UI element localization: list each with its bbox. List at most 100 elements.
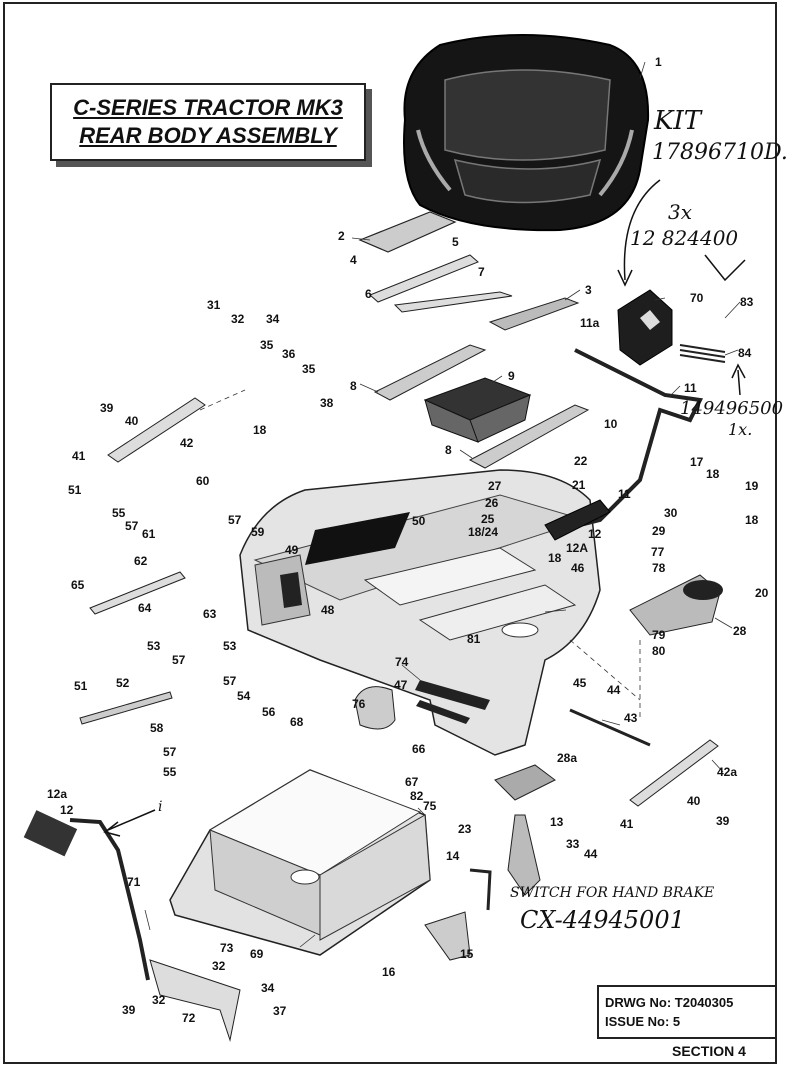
callout-17: 17 — [690, 455, 704, 469]
callout-68: 68 — [290, 715, 304, 729]
link-15-part — [424, 911, 471, 961]
callout-7: 7 — [478, 265, 485, 279]
callout-32-top: 32 — [231, 312, 245, 326]
callout-81: 81 — [467, 632, 481, 646]
callout-62: 62 — [134, 554, 148, 568]
control-rod-part — [79, 691, 173, 725]
callout-21: 21 — [572, 478, 586, 492]
callout-5: 5 — [452, 235, 459, 249]
callout-12A: 12A — [566, 541, 589, 555]
callout-55-top: 55 — [112, 506, 126, 520]
callout-29: 29 — [652, 524, 666, 538]
callout-26: 26 — [485, 496, 499, 510]
callout-84: 84 — [738, 346, 752, 360]
drawing-border — [3, 2, 777, 1064]
callout-11-lower: 11 — [618, 487, 631, 501]
callout-58: 58 — [150, 721, 164, 735]
callout-10: 10 — [604, 417, 618, 431]
callout-48: 48 — [321, 603, 335, 617]
callout-42: 42 — [180, 436, 194, 450]
callout-12-left: 12 — [60, 803, 74, 817]
part-3x-note: 12 824400 — [630, 226, 739, 250]
callout-18-24: 18/24 — [468, 525, 499, 539]
part-1x-note: 149496500 — [680, 398, 784, 419]
callout-57-c: 57 — [172, 653, 186, 667]
callout-16: 16 — [382, 965, 396, 979]
callout-61: 61 — [142, 527, 156, 541]
callout-80: 80 — [652, 644, 666, 658]
callout-25: 25 — [481, 512, 495, 526]
callout-51-top: 51 — [68, 483, 82, 497]
callout-78: 78 — [652, 561, 666, 575]
brake-spring-part — [23, 810, 78, 857]
callout-18-far: 18 — [745, 513, 759, 527]
callout-63: 63 — [203, 607, 217, 621]
callout-11-upper: 11 — [684, 381, 697, 395]
callout-40-top: 40 — [125, 414, 139, 428]
callout-70: 70 — [690, 291, 704, 305]
callout-44-low: 44 — [584, 847, 598, 861]
callout-45: 45 — [573, 676, 587, 690]
callout-33: 33 — [566, 837, 580, 851]
callout-51-low: 51 — [74, 679, 88, 693]
callout-18-left: 18 — [253, 423, 267, 437]
callout-6: 6 — [365, 287, 372, 301]
callout-57-e: 57 — [163, 745, 177, 759]
callout-40-right: 40 — [687, 794, 701, 808]
callout-31: 31 — [207, 298, 221, 312]
callout-42a: 42a — [717, 765, 738, 779]
callout-60: 60 — [196, 474, 210, 488]
rod-part — [89, 571, 186, 615]
callout-23: 23 — [458, 822, 472, 836]
callout-79: 79 — [652, 628, 666, 642]
strap-42a-part — [629, 739, 719, 807]
callout-9: 9 — [508, 369, 515, 383]
callout-54: 54 — [237, 689, 251, 703]
seat-bracket-part — [358, 211, 457, 253]
callout-77: 77 — [651, 545, 665, 559]
callout-44-top: 44 — [607, 683, 621, 697]
callout-57-a: 57 — [228, 513, 242, 527]
callout-28: 28 — [733, 624, 747, 638]
callout-82: 82 — [410, 789, 424, 803]
callout-3: 3 — [585, 283, 592, 297]
slide-rail-upper-part — [373, 344, 487, 401]
callout-18-center: 18 — [548, 551, 562, 565]
section-label: SECTION 4 — [672, 1043, 746, 1059]
long-rod-part — [569, 708, 651, 747]
callout-69: 69 — [250, 947, 264, 961]
callout-22: 22 — [574, 454, 588, 468]
callout-8-lower: 8 — [445, 443, 452, 457]
title-box: C-SERIES TRACTOR MK3 REAR BODY ASSEMBLY — [50, 83, 366, 161]
callout-74: 74 — [395, 655, 409, 669]
callout-2: 2 — [338, 229, 345, 243]
slide-plate-part — [488, 297, 580, 331]
callout-73: 73 — [220, 941, 234, 955]
callout-52: 52 — [116, 676, 130, 690]
callout-72: 72 — [182, 1011, 196, 1025]
brake-lever-part — [69, 818, 150, 981]
callout-66: 66 — [412, 742, 426, 756]
callout-53-right: 53 — [223, 639, 237, 653]
callout-4: 4 — [350, 253, 357, 267]
callout-46: 46 — [571, 561, 585, 575]
callout-75: 75 — [423, 799, 437, 813]
switch-part-note: CX-44945001 — [520, 906, 685, 934]
callout-12a: 12a — [47, 787, 68, 801]
callout-64: 64 — [138, 601, 152, 615]
pedal-pad-part — [494, 764, 556, 801]
qty-1x-note: 1x. — [728, 420, 753, 439]
callout-37: 37 — [273, 1004, 287, 1018]
callout-43: 43 — [624, 711, 638, 725]
callout-32-low: 32 — [152, 993, 166, 1007]
callout-50: 50 — [412, 514, 426, 528]
callout-15: 15 — [460, 947, 474, 961]
callout-41-top: 41 — [72, 449, 86, 463]
callout-76: 76 — [352, 697, 366, 711]
callout-83: 83 — [740, 295, 754, 309]
callout-30: 30 — [664, 506, 678, 520]
callout-38: 38 — [320, 396, 334, 410]
callout-8-upper: 8 — [350, 379, 357, 393]
spring-part — [679, 344, 726, 363]
